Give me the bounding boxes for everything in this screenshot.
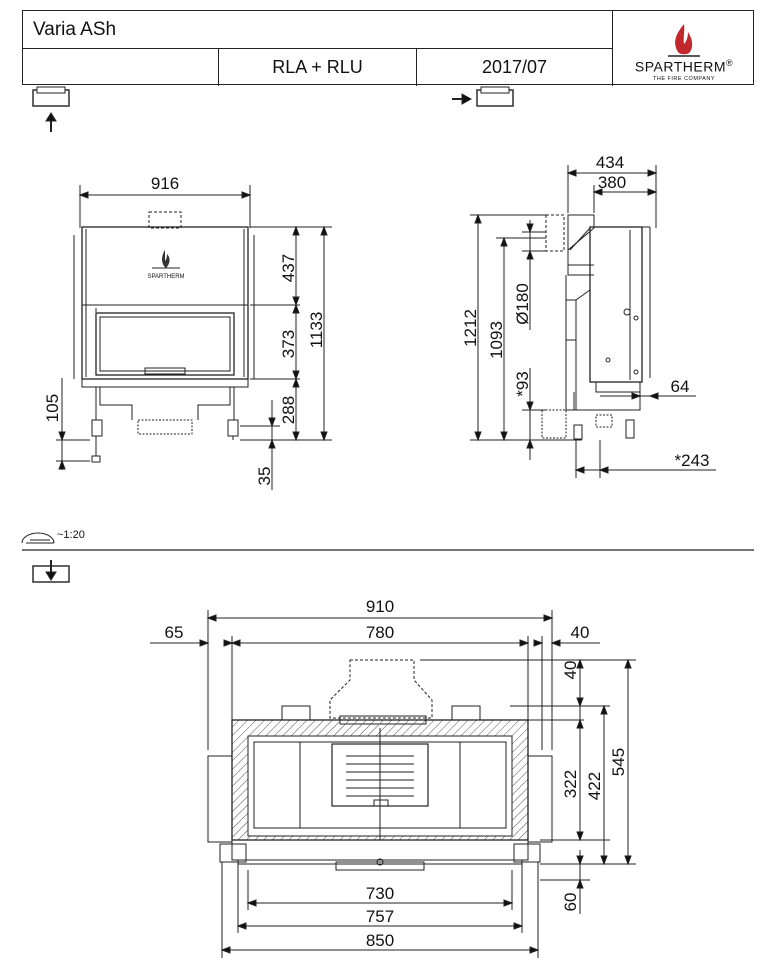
dim-side-ash-depth: *243: [675, 451, 710, 470]
scale-icon: [21, 532, 55, 544]
dim-plan-flue-offset: 40: [561, 661, 580, 680]
dim-front-upper: 437: [279, 254, 298, 282]
dim-plan-bottom-2: 757: [366, 907, 394, 926]
dim-plan-depth-total: 545: [609, 748, 628, 776]
dim-front-width: 916: [151, 174, 179, 193]
brand-logo: SPARTHERM® THE FIRE COMPANY: [613, 11, 755, 86]
dim-plan-right-offset: 40: [571, 623, 590, 642]
dim-plan-depth-inner: 322: [561, 770, 580, 798]
top-view-symbol-icon: [32, 560, 70, 583]
side-view-symbol-icon: [452, 86, 514, 107]
dim-plan-depth-mid: 422: [585, 772, 604, 800]
dim-front-total: 1133: [307, 312, 326, 349]
dim-front-lower: 288: [279, 396, 298, 424]
scale-label: ~1:20: [57, 529, 85, 541]
brand-tagline: THE FIRE COMPANY: [653, 76, 715, 82]
dim-plan-left-offset: 65: [165, 623, 184, 642]
flame-icon: [668, 24, 700, 58]
dim-side-height-total: 1212: [461, 309, 480, 347]
dim-plan-width-total: 910: [366, 597, 394, 616]
dim-plan-width-inner: 780: [366, 623, 394, 642]
variant-label: RLA + RLU: [219, 49, 417, 86]
side-view: 434 380: [461, 153, 716, 478]
front-logo-text: SPARTHERM: [147, 274, 184, 280]
front-view-symbol-icon: [32, 86, 70, 132]
plan-view: 910 780 65 40: [150, 597, 636, 958]
dim-plan-bottom-1: 730: [366, 884, 394, 903]
dim-front-foot-adjust: 35: [255, 467, 274, 486]
date-label: 2017/07: [417, 49, 613, 86]
model-name: Varia ASh: [23, 11, 613, 49]
dim-plan-bottom-3: 850: [366, 931, 394, 950]
front-logo: SPARTHERM: [147, 250, 185, 280]
dim-front-foot: 105: [43, 394, 62, 422]
front-view: 916 SPARTHERM: [43, 174, 332, 490]
title-block-empty-cell: [23, 49, 219, 86]
dim-side-depth-body: 380: [598, 173, 626, 192]
dim-side-flue-height: 1093: [487, 321, 506, 359]
dim-side-flue-diameter: Ø180: [513, 283, 532, 325]
dim-side-depth-total: 434: [596, 153, 624, 172]
dim-plan-front-offset: 60: [561, 893, 580, 912]
dim-front-glass: 373: [279, 330, 298, 358]
dim-side-offset: 64: [671, 377, 690, 396]
dim-side-ash: *93: [513, 371, 532, 397]
brand-name: SPARTHERM®: [634, 58, 734, 75]
title-block: Varia ASh RLA + RLU 2017/07 SPARTHERM® T…: [22, 10, 755, 86]
